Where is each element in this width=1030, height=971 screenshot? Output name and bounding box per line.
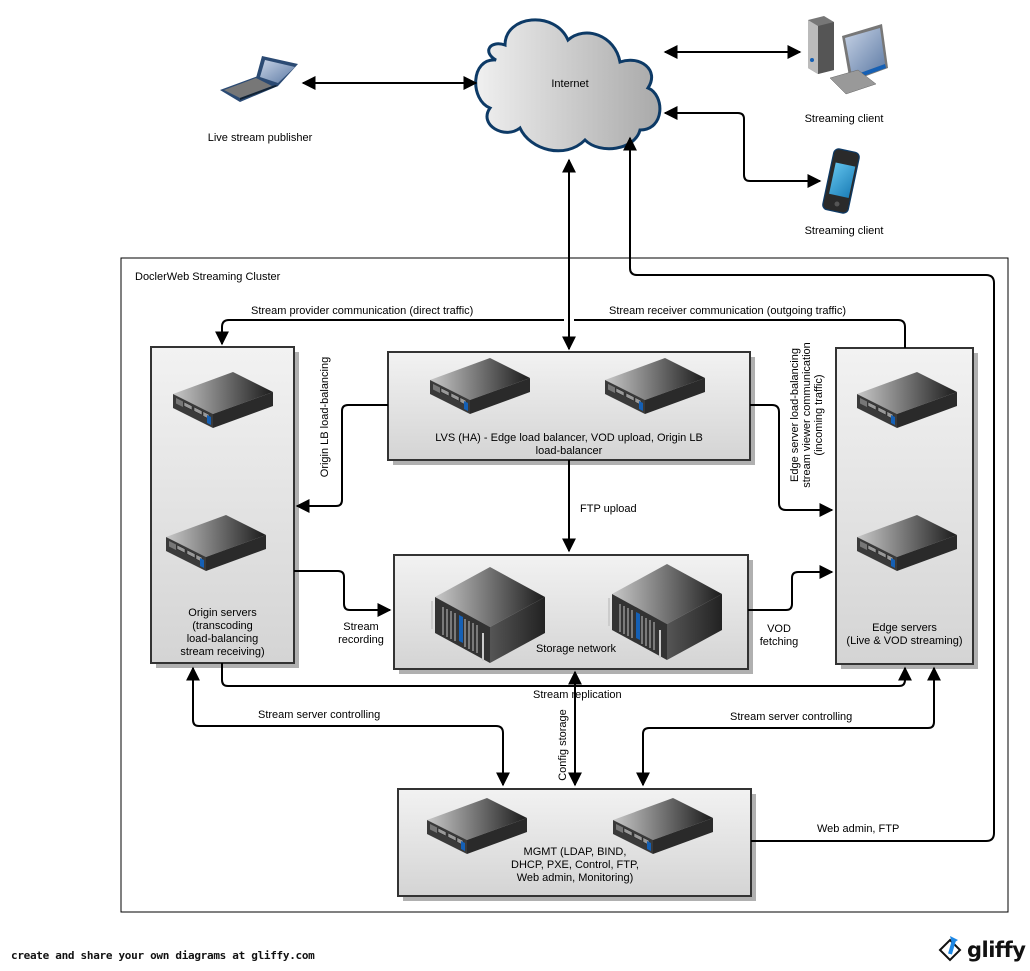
desktop-computer-icon: [808, 16, 888, 95]
lvs-label-line: LVS (HA) - Edge load balancer, VOD uploa…: [435, 432, 703, 444]
edge-servers-node[interactable]: [835, 347, 978, 669]
origin-label-line: (transcoding: [192, 620, 253, 632]
origin-servers-node[interactable]: [150, 346, 299, 668]
edge-label-line: (Live & VOD streaming): [846, 635, 963, 647]
edge-lb-line: stream viewer communication: [801, 342, 813, 488]
desktop-client-label: Streaming client: [804, 113, 884, 125]
mgmt-label-line: Web admin, Monitoring): [516, 872, 634, 884]
mgmt-label: MGMT (LDAP, BIND, DHCP, PXE, Control, FT…: [480, 846, 670, 885]
provider-comm-label: Stream provider communication (direct tr…: [251, 305, 474, 318]
origin-label: Origin servers (transcoding load-balanci…: [151, 607, 294, 659]
edge-stream-recording: [294, 570, 392, 617]
edge-receiver-comm: [574, 319, 906, 348]
mgmt-node[interactable]: [397, 788, 756, 901]
connectors: [186, 45, 995, 842]
origin-label-line: Origin servers: [188, 607, 257, 619]
gliffy-logo[interactable]: gliffy: [940, 936, 1026, 968]
web-admin-ftp-label: Web admin, FTP: [817, 823, 900, 835]
laptop-icon: [220, 56, 298, 102]
mobile-phone-icon: [822, 148, 860, 214]
vod-fetching-line: VOD: [767, 623, 791, 635]
stream-recording-line: recording: [338, 634, 384, 646]
storage-label: Storage network: [535, 643, 617, 655]
mgmt-label-line: DHCP, PXE, Control, FTP,: [511, 859, 639, 871]
mobile-client-label: Streaming client: [804, 225, 884, 237]
edge-vod-fetching: [748, 565, 834, 611]
stream-recording-label: Stream recording: [326, 621, 396, 647]
mgmt-label-line: MGMT (LDAP, BIND,: [523, 846, 627, 858]
controlling-right-label: Stream server controlling: [730, 711, 853, 723]
vod-fetching-line: fetching: [759, 636, 799, 648]
vod-fetching-label: VOD fetching: [744, 623, 814, 649]
gliffy-logo-icon: [938, 936, 962, 962]
internet-label: Internet: [551, 78, 589, 90]
edge-label-line: Edge servers: [872, 622, 937, 634]
edge-lb-line: Edge server load-balancing: [789, 348, 801, 482]
ftp-upload-label: FTP upload: [580, 503, 637, 515]
edge-provider-comm: [215, 319, 564, 346]
stream-recording-line: Stream: [343, 621, 379, 633]
edge-label: Edge servers (Live & VOD streaming): [836, 622, 973, 648]
origin-label-line: stream receiving): [180, 646, 265, 658]
gliffy-promo-link[interactable]: create and share your own diagrams at gl…: [11, 949, 315, 962]
lvs-label-line: load-balancer: [535, 445, 603, 457]
edge-controlling-right: [636, 666, 941, 787]
edge-lb-label: Edge server load-balancing stream viewer…: [789, 340, 825, 490]
publisher-label: Live stream publisher: [207, 132, 313, 144]
cluster-title: DoclerWeb Streaming Cluster: [135, 271, 281, 283]
stream-replication-label: Stream replication: [533, 689, 622, 701]
controlling-left-label: Stream server controlling: [258, 709, 381, 721]
origin-lb-label: Origin LB load-balancing: [319, 356, 331, 478]
receiver-comm-label: Stream receiver communication (outgoing …: [609, 305, 847, 318]
edge-controlling-left: [186, 666, 510, 787]
gliffy-logo-text: gliffy: [967, 938, 1026, 962]
internet-cloud[interactable]: [474, 18, 662, 153]
edge-lb-line: (incoming traffic): [813, 374, 825, 456]
storage-network-node[interactable]: [393, 554, 753, 674]
config-storage-label: Config storage: [557, 709, 569, 781]
edge-internet-mobile: [663, 106, 822, 188]
origin-label-line: load-balancing: [186, 633, 259, 645]
lvs-load-balancer-node[interactable]: [387, 351, 755, 465]
edge-origin-lb: [295, 404, 388, 513]
edge-edge-lb: [750, 404, 834, 517]
edge-web-admin-ftp: [623, 136, 995, 842]
lvs-label: LVS (HA) - Edge load balancer, VOD uploa…: [388, 432, 750, 458]
